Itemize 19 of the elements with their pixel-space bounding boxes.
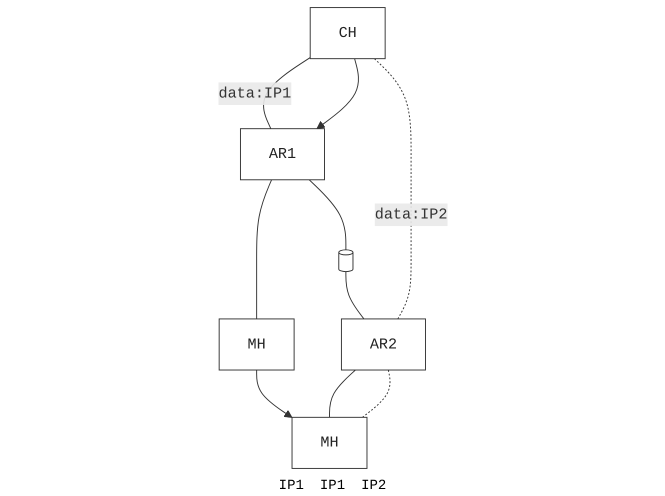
- note-label: IP1: [320, 478, 346, 494]
- node-cylinder: [338, 249, 353, 272]
- connector: [344, 271, 364, 320]
- note-label: IP1: [278, 478, 304, 494]
- connector: [361, 370, 390, 418]
- connector: [256, 179, 272, 320]
- edge-label: data:IP1: [218, 85, 291, 102]
- connector: [308, 179, 346, 250]
- node-box: AR1: [240, 128, 324, 180]
- node-box: MH: [218, 318, 294, 370]
- node-box: AR2: [340, 318, 426, 370]
- connector: [328, 370, 356, 418]
- edge-label: data:IP2: [374, 206, 447, 224]
- node-box: CH: [309, 7, 386, 60]
- arrow: [316, 58, 358, 130]
- note-label: IP2: [361, 478, 386, 494]
- connector: [373, 58, 412, 320]
- arrow: [256, 370, 292, 418]
- node-box: MH: [291, 416, 367, 469]
